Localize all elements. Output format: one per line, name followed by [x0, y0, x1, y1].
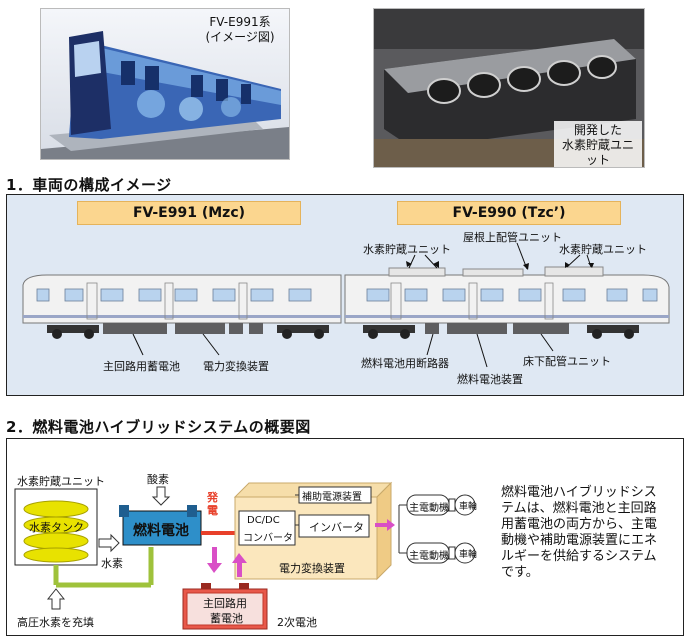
label-wheel-1: 車輪	[459, 502, 478, 512]
label-main-battery: 主回路用蓄電池	[103, 360, 180, 373]
car-left-tag: FV-E991 (Mzc)	[77, 201, 301, 225]
label-battery-1: 主回路用	[203, 597, 247, 610]
car-right-tag: FV-E990 (Tzc’)	[397, 201, 621, 225]
label-motor-2: 主電動機	[409, 551, 449, 562]
label-dcdc-2: コンバータ	[243, 533, 293, 544]
section2-title: 2．燃料電池ハイブリッドシステムの概要図	[6, 418, 311, 436]
vehicle-composition-panel: FV-E991 (Mzc) FV-E990 (Tzc’)	[6, 194, 684, 396]
label-wheel-2: 車輪	[459, 550, 478, 560]
label-secondary-battery: 2次電池	[277, 616, 317, 629]
label-fc-breaker: 燃料電池用断路器	[361, 357, 449, 370]
hybrid-system-panel: 水素貯蔵ユニット 水素タンク 酸素 燃料電池 水素 発電 高圧水素を充填 DC/…	[6, 438, 684, 636]
unit-caption-2: 水素貯蔵ユニット	[561, 138, 634, 167]
label-inverter: インバータ	[309, 521, 364, 534]
label-fc-device: 燃料電池装置	[457, 373, 523, 386]
label-h2-storage-1: 水素貯蔵ユニット	[363, 243, 451, 256]
label-underfloor-piping: 床下配管ユニット	[523, 355, 611, 368]
hybrid-system-diagram	[14, 481, 476, 630]
label-h2-unit: 水素貯蔵ユニット	[17, 475, 105, 488]
train-illustration	[41, 31, 289, 159]
train-side-view	[22, 242, 670, 368]
label-battery-2: 蓄電池	[210, 612, 243, 625]
storage-unit-photo: 開発した 水素貯蔵ユニット	[373, 8, 645, 168]
label-aux-power: 補助電源装置	[302, 492, 362, 503]
label-h2-storage-2: 水素貯蔵ユニット	[559, 243, 647, 256]
label-refill: 高圧水素を充填	[17, 616, 94, 629]
label-motor-1: 主電動機	[409, 503, 449, 514]
label-fuel-cell: 燃料電池	[133, 523, 189, 539]
section1-title: 1．車両の構成イメージ	[6, 176, 172, 194]
label-hydrogen: 水素	[101, 557, 123, 570]
unit-caption-1: 開発した	[573, 123, 622, 137]
label-power-converter-2: 電力変換装置	[279, 562, 345, 575]
train-caption-1: FV-E991系	[209, 15, 271, 29]
train-photo: FV-E991系 (イメージ図)	[40, 8, 290, 160]
label-power-converter: 電力変換装置	[203, 360, 269, 373]
label-generation: 発電	[207, 491, 218, 517]
label-dcdc-1: DC/DC	[247, 515, 280, 526]
system-description: 燃料電池ハイブリッドシステムは、燃料電池と主回路用蓄電池の両方から、主電動機や補…	[501, 485, 658, 580]
label-oxygen: 酸素	[147, 473, 169, 486]
label-roof-piping: 屋根上配管ユニット	[463, 231, 562, 244]
label-h2-tank: 水素タンク	[29, 521, 84, 534]
train-caption-2: (イメージ図)	[205, 30, 275, 44]
